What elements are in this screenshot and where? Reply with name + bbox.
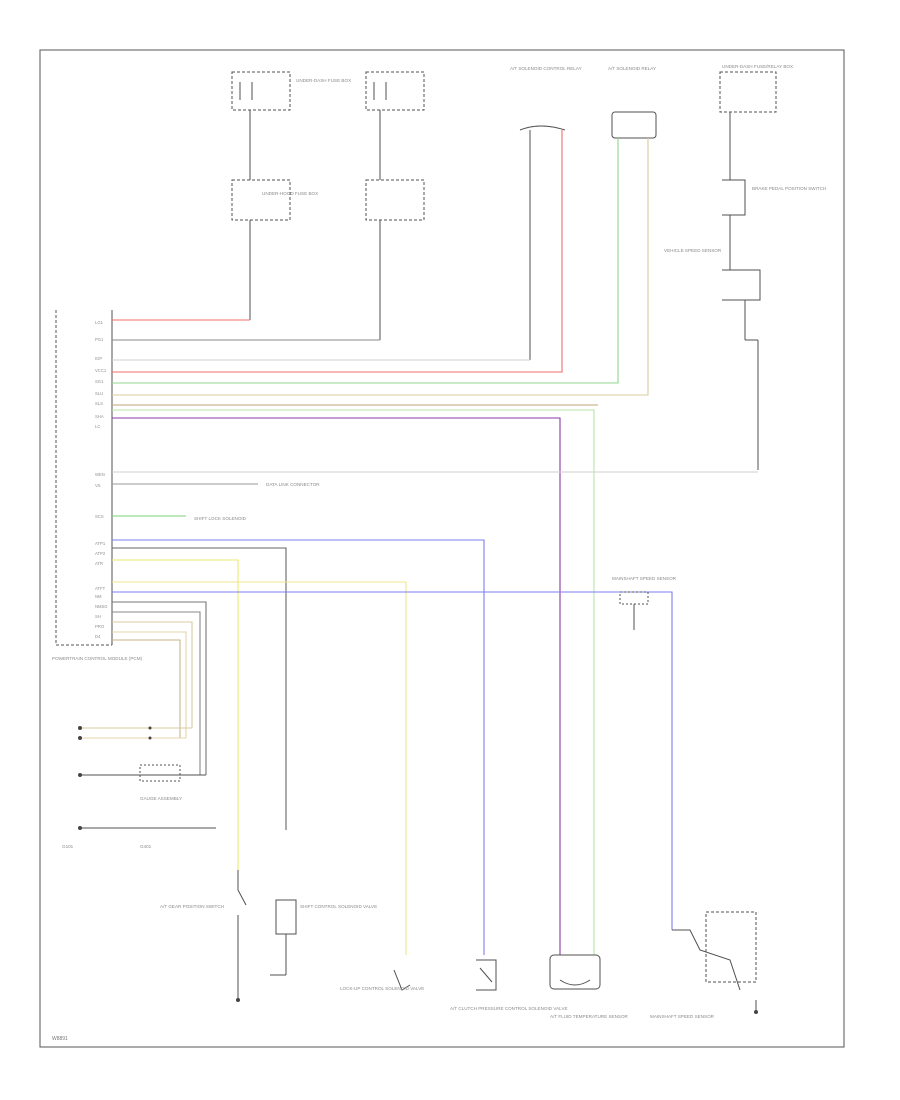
fuse-label-left: UNDER-DASH FUSE BOX bbox=[296, 78, 351, 83]
lockup-label: LOCK-UP CONTROL SOLENOID VALVE bbox=[340, 986, 424, 991]
fuse-block-center bbox=[365, 71, 425, 340]
gear-position-switch: A/T GEAR POSITION SWITCH bbox=[160, 870, 247, 1002]
relay-b-label: A/T SOLENOID RELAY bbox=[608, 66, 656, 71]
svg-text:NMSG: NMSG bbox=[95, 604, 108, 609]
wire-dark-1 bbox=[112, 547, 287, 830]
svg-text:SLS: SLS bbox=[95, 401, 103, 406]
shift-lock-label: SHIFT LOCK SOLENOID bbox=[194, 516, 247, 521]
svg-text:SLU: SLU bbox=[95, 391, 103, 396]
brake-switch-label: BRAKE PEDAL POSITION SWITCH bbox=[752, 186, 826, 191]
pcm-module: POWERTRAIN CONTROL MODULE (PCM) LG1 PG1 … bbox=[52, 310, 143, 661]
wire-lightgreen-1 bbox=[112, 409, 595, 955]
svg-text:ATP1: ATP1 bbox=[95, 541, 106, 546]
svg-text:SH: SH bbox=[95, 614, 101, 619]
svg-text:ATR: ATR bbox=[95, 561, 103, 566]
wire-dark-2 bbox=[112, 601, 207, 775]
wire-green-1 bbox=[112, 138, 619, 384]
wire-yellow-2 bbox=[112, 581, 407, 955]
footer-id: W8891 bbox=[52, 1036, 68, 1042]
ground-a-label: G101 bbox=[62, 844, 74, 849]
gauge-label: GAUGE ASSEMBLY bbox=[140, 796, 182, 801]
svg-text:PRO: PRO bbox=[95, 624, 105, 629]
clutch-pressure-solenoid: A/T CLUTCH PRESSURE CONTROL SOLENOID VAL… bbox=[450, 959, 568, 1011]
right-bottom-switch: MAINSHAFT SPEED SENSOR bbox=[650, 911, 758, 1019]
svg-text:VCC1: VCC1 bbox=[95, 368, 107, 373]
relay-a-label: A/T SOLENOID CONTROL RELAY bbox=[510, 66, 582, 71]
svg-text:SHA: SHA bbox=[95, 414, 104, 419]
sensor-right-mid: MAINSHAFT SPEED SENSOR bbox=[612, 576, 677, 630]
svg-text:WEN: WEN bbox=[95, 472, 105, 477]
relay-b: A/T SOLENOID RELAY bbox=[608, 66, 657, 139]
svg-text:LC: LC bbox=[95, 424, 100, 429]
svg-text:VS: VS bbox=[95, 483, 101, 488]
gear-switch-label: A/T GEAR POSITION SWITCH bbox=[160, 904, 224, 909]
wire-purple-1 bbox=[112, 417, 561, 955]
ground-b-label: G401 bbox=[140, 844, 152, 849]
fuse-relay-box-label: UNDER-DASH FUSE/RELAY BOX bbox=[722, 64, 793, 69]
fuse-relay-box-right: UNDER-DASH FUSE/RELAY BOX BRAKE PEDAL PO… bbox=[664, 64, 826, 470]
right-bottom-label: MAINSHAFT SPEED SENSOR bbox=[650, 1014, 715, 1019]
sensor-right-mid-label: MAINSHAFT SPEED SENSOR bbox=[612, 576, 677, 581]
vss-label: VEHICLE SPEED SENSOR bbox=[664, 248, 722, 253]
wire-tan-3 bbox=[112, 621, 193, 728]
svg-text:SG1: SG1 bbox=[95, 379, 104, 384]
diagram-frame bbox=[39, 49, 845, 1048]
fluid-temp-label: A/T FLUID TEMPERATURE SENSOR bbox=[550, 1014, 629, 1019]
svg-text:IGP: IGP bbox=[95, 356, 102, 361]
wire-tan-4 bbox=[112, 631, 187, 738]
svg-text:PG1: PG1 bbox=[95, 337, 104, 342]
wire-yellow-1 bbox=[112, 559, 239, 870]
wire-red-2 bbox=[112, 130, 563, 373]
pcm-label: POWERTRAIN CONTROL MODULE (PCM) bbox=[52, 656, 143, 661]
svg-text:LG1: LG1 bbox=[95, 320, 104, 325]
shift-solenoid-label: SHIFT CONTROL SOLENOID VALVE bbox=[300, 904, 377, 909]
clutch-label: A/T CLUTCH PRESSURE CONTROL SOLENOID VAL… bbox=[450, 1006, 568, 1011]
svg-text:ATP2: ATP2 bbox=[95, 551, 106, 556]
shift-control-solenoid: SHIFT CONTROL SOLENOID VALVE bbox=[270, 899, 377, 976]
wire-blue-2 bbox=[112, 591, 673, 930]
lockup-solenoid: LOCK-UP CONTROL SOLENOID VALVE bbox=[340, 969, 424, 991]
wire-blue-1 bbox=[112, 539, 485, 955]
relay-a: A/T SOLENOID CONTROL RELAY bbox=[510, 66, 582, 360]
svg-text:SCS: SCS bbox=[95, 514, 104, 519]
gauge-assembly: GAUGE ASSEMBLY G101 G401 bbox=[62, 726, 216, 849]
data-link-label: DATA LINK CONNECTOR bbox=[266, 482, 320, 487]
fluid-temp-sensor: A/T FLUID TEMPERATURE SENSOR bbox=[549, 954, 629, 1019]
svg-text:NM: NM bbox=[95, 594, 102, 599]
svg-text:ATFT: ATFT bbox=[95, 586, 106, 591]
fuse-label-left-b: UNDER-HOOD FUSE BOX bbox=[262, 191, 318, 196]
wire-dark-3 bbox=[112, 611, 201, 775]
svg-text:D4: D4 bbox=[95, 634, 101, 639]
wire-tan-5 bbox=[112, 639, 181, 738]
wire-tan-1 bbox=[112, 138, 649, 396]
fuse-block-left: UNDER-DASH FUSE BOX UNDER-HOOD FUSE BOX bbox=[231, 71, 351, 320]
